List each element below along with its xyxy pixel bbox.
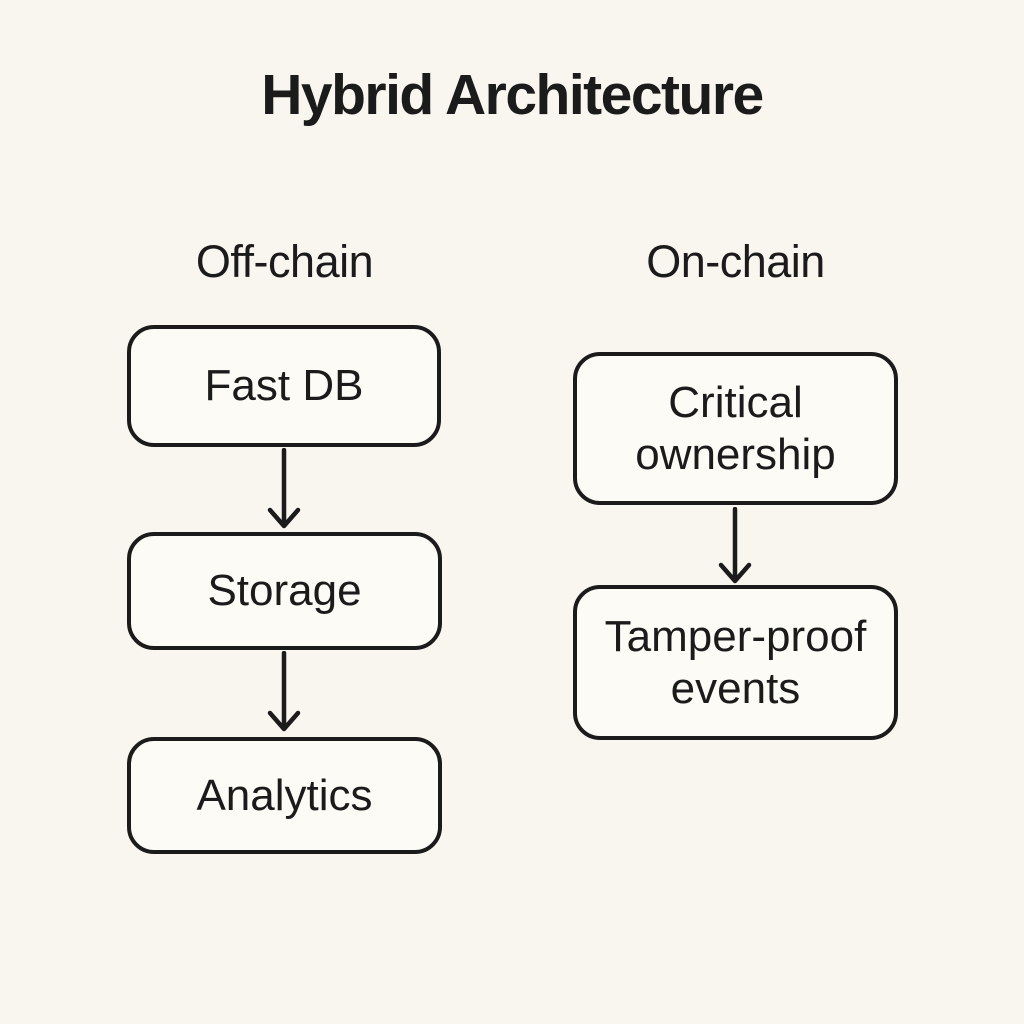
node-label: Fast DB [204, 361, 364, 411]
arrow-down-icon [262, 651, 306, 735]
column-label-on-chain: On-chain [646, 236, 825, 287]
arrow-down-icon [262, 448, 306, 532]
node-analytics: Analytics [127, 737, 442, 854]
node-label: Critical ownership [635, 378, 836, 479]
node-storage: Storage [127, 532, 442, 650]
node-label: Analytics [196, 770, 373, 820]
node-label: Tamper-proof events [604, 612, 867, 713]
node-critical-ownership: Critical ownership [573, 352, 898, 505]
node-fast-db: Fast DB [127, 325, 441, 447]
node-label: Storage [207, 566, 362, 616]
page-title: Hybrid Architecture [261, 63, 764, 127]
node-tamper-proof-events: Tamper-proof events [573, 585, 898, 740]
arrow-down-icon [713, 507, 757, 587]
column-label-off-chain: Off-chain [195, 236, 374, 287]
